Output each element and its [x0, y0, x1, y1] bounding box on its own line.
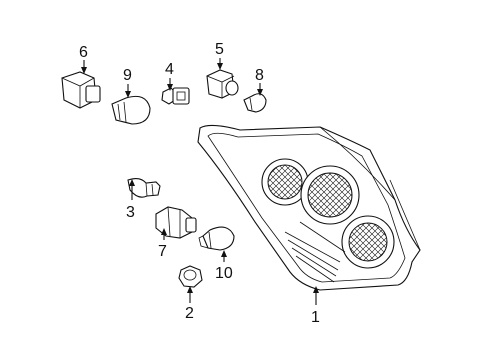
callout-9: 9 [123, 67, 132, 84]
callout-3: 3 [126, 204, 135, 221]
bulb-part-4 [161, 87, 190, 105]
callout-8: 8 [255, 67, 264, 84]
leader-lines [81, 58, 319, 305]
bulb-part-3 [127, 177, 161, 198]
bulb-part-9 [111, 95, 151, 125]
callout-1: 1 [311, 309, 320, 326]
callout-2: 2 [185, 305, 194, 322]
callout-7: 7 [158, 243, 167, 260]
callout-6: 6 [79, 44, 88, 61]
tail-lamp-assembly [197, 124, 421, 291]
socket-part-6 [61, 71, 101, 109]
socket-part-2 [178, 265, 203, 288]
socket-part-7 [155, 206, 197, 239]
bulb-part-10 [198, 226, 235, 251]
bulb-part-8 [243, 93, 267, 113]
callout-10: 10 [215, 265, 233, 282]
socket-part-5 [206, 69, 239, 99]
callout-5: 5 [215, 41, 224, 58]
callout-4: 4 [165, 61, 174, 78]
